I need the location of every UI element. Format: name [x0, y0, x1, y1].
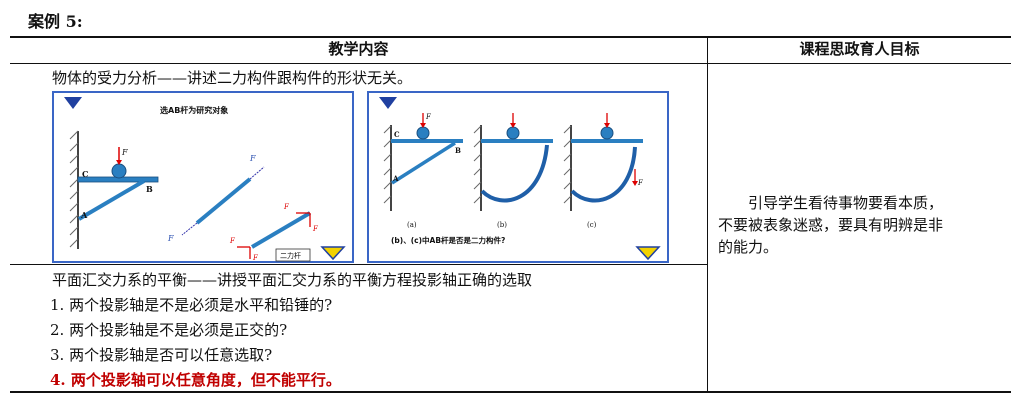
- svg-text:(a): (a): [407, 221, 417, 229]
- goal-line: 不要被表象迷惑，要具有明辨是非: [718, 216, 944, 234]
- svg-text:F: F: [312, 225, 319, 233]
- row2-item-4: 4. 两个投影轴可以任意角度，但不能平行。: [50, 371, 341, 389]
- table-bottom-rule: [10, 391, 1011, 393]
- svg-text:F: F: [229, 237, 236, 245]
- svg-text:C: C: [82, 169, 88, 179]
- svg-text:A: A: [80, 210, 88, 220]
- svg-text:F: F: [249, 154, 256, 163]
- corner-triangle-icon: [379, 97, 397, 109]
- corner-triangle-icon: [64, 97, 82, 109]
- col-header-goal: 课程思政育人目标: [799, 40, 920, 58]
- svg-text:F: F: [121, 148, 128, 157]
- svg-text:A: A: [392, 174, 399, 183]
- svg-text:(c): (c): [587, 221, 597, 229]
- column-divider: [707, 36, 708, 393]
- corner-triangle-icon: [320, 246, 346, 261]
- svg-text:F: F: [637, 179, 644, 187]
- goal-line: 引导学生看待事物要看本质，: [748, 194, 944, 212]
- goal-line: 的能力。: [718, 238, 779, 256]
- row2-title: 平面汇交力系的平衡——讲授平面汇交力系的平衡方程投影轴正确的选取: [52, 271, 533, 289]
- row2-item-3: 3. 两个投影轴是否可以任意选取?: [50, 346, 273, 364]
- svg-text:C: C: [394, 130, 400, 139]
- goal-text: 引导学生看待事物要看本质， 不要被表象迷惑，要具有明辨是非 的能力。: [718, 192, 1008, 258]
- figure2-caption: (b)、(c)中AB杆是否是二力构件?: [391, 235, 505, 245]
- row1-title: 物体的受力分析——讲述二力构件跟构件的形状无关。: [52, 69, 413, 87]
- svg-text:F: F: [283, 203, 290, 211]
- col-header-content: 教学内容: [328, 40, 389, 58]
- slide-figure-1: 选AB杆为研究对象 F C B A: [52, 91, 354, 263]
- corner-triangle-icon: [635, 246, 661, 261]
- case-label: 案例 5:: [28, 12, 83, 31]
- row2-item-2: 2. 两个投影轴是不是必须是正交的?: [50, 321, 288, 339]
- svg-text:F: F: [252, 254, 259, 262]
- table-top-rule: [10, 36, 1011, 38]
- slide-figure-2: F C B A (a) (b): [367, 91, 669, 263]
- svg-text:F: F: [425, 113, 432, 121]
- svg-text:B: B: [146, 184, 153, 194]
- row-divider: [10, 264, 707, 265]
- two-force-member-label: 二力杆: [280, 251, 301, 260]
- header-bottom-rule: [10, 63, 1011, 64]
- content-table: 教学内容 课程思政育人目标 物体的受力分析——讲述二力构件跟构件的形状无关。 选…: [10, 36, 1011, 393]
- row2-item-1: 1. 两个投影轴是不是必须是水平和铅锤的?: [50, 296, 333, 314]
- figure1-caption: 选AB杆为研究对象: [160, 105, 228, 115]
- svg-text:(b): (b): [497, 221, 507, 229]
- svg-text:F: F: [167, 234, 174, 243]
- svg-text:B: B: [455, 146, 461, 155]
